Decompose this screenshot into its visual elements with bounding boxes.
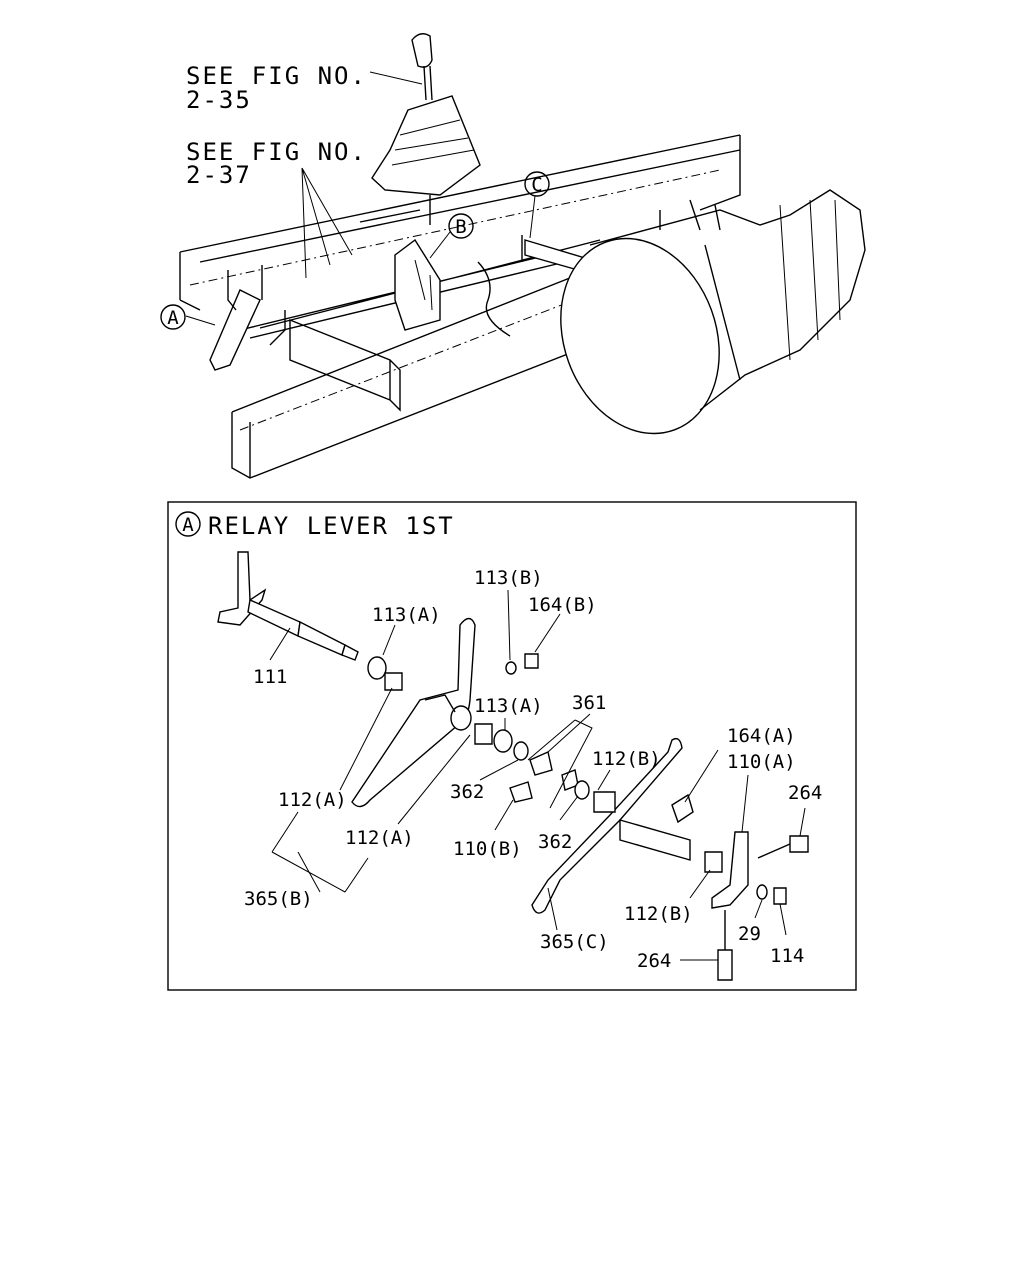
label-110a: 110(A) — [727, 751, 796, 773]
overview-illustration: SEE FIG NO. 2-35 SEE FIG NO. 2-37 A B C — [160, 33, 866, 479]
washer-113a-1 — [367, 656, 387, 680]
label-112a-1: 112(A) — [278, 789, 347, 811]
nut-114 — [773, 887, 787, 905]
label-164a: 164(A) — [727, 725, 796, 747]
see-fig-2-37-line2: 2-37 — [186, 161, 252, 189]
label-29: 29 — [738, 923, 761, 945]
svg-text:A: A — [182, 514, 194, 536]
bracket-b — [394, 238, 441, 331]
bracket-110a — [711, 831, 749, 909]
detail-frame — [167, 501, 857, 991]
cross-member — [289, 318, 401, 412]
shift-lever — [359, 33, 481, 225]
detail-relay-lever-1st: A RELAY LEVER 1ST — [167, 501, 857, 991]
marker-a-overview: A — [160, 304, 186, 330]
bushing-112a-1 — [384, 672, 403, 691]
see-fig-2-35-line1: SEE FIG NO. — [186, 62, 367, 90]
grease-nipple-164a — [671, 793, 694, 824]
frame-rail-front — [231, 269, 661, 479]
sleeve — [619, 819, 691, 861]
label-110b: 110(B) — [453, 838, 522, 860]
pin-361-1 — [529, 751, 553, 776]
bushing-112b-2 — [704, 851, 723, 873]
marker-c-overview: C — [524, 171, 550, 197]
detail-marker-a: A — [175, 511, 201, 537]
label-114: 114 — [770, 945, 804, 967]
washer-362-1 — [513, 741, 529, 761]
label-112b-2: 112(B) — [624, 903, 693, 925]
see-fig-2-37-line1: SEE FIG NO. — [186, 138, 367, 166]
label-112a-2: 112(A) — [345, 827, 414, 849]
washer-113a-2 — [493, 729, 513, 753]
label-365c: 365(C) — [540, 931, 609, 953]
bolt-264-1 — [789, 835, 809, 853]
nut-164b — [524, 653, 539, 669]
clip-110b — [509, 781, 533, 803]
frame-rail-rear — [179, 134, 741, 311]
label-164b: 164(B) — [528, 594, 597, 616]
transmission — [560, 189, 866, 435]
label-264-2: 264 — [637, 950, 671, 972]
svg-text:C: C — [531, 174, 542, 196]
label-113b: 113(B) — [474, 567, 543, 589]
marker-b-overview: B — [448, 213, 474, 239]
label-361: 361 — [572, 692, 606, 714]
see-fig-2-35-line2: 2-35 — [186, 86, 252, 114]
washer-29 — [756, 884, 768, 900]
label-113a-2: 113(A) — [474, 695, 543, 717]
svg-text:A: A — [167, 307, 179, 329]
part-111-shaft — [217, 551, 359, 661]
detail-title: RELAY LEVER 1ST — [208, 512, 455, 540]
label-362-1: 362 — [450, 781, 484, 803]
label-362-2: 362 — [538, 831, 572, 853]
label-264-1: 264 — [788, 782, 822, 804]
label-113a-1: 113(A) — [372, 604, 441, 626]
relay-lever-a — [209, 289, 261, 371]
bushing-112a-2 — [474, 723, 493, 745]
label-112b-1: 112(B) — [592, 748, 661, 770]
washer-362-2 — [574, 780, 590, 800]
lever-365c — [531, 737, 683, 914]
washer-113b — [505, 661, 517, 675]
bolt-264-2 — [717, 949, 733, 981]
label-365b: 365(B) — [244, 888, 313, 910]
svg-text:B: B — [455, 216, 466, 238]
bushing-112b-1 — [593, 791, 616, 813]
label-111: 111 — [253, 666, 287, 688]
